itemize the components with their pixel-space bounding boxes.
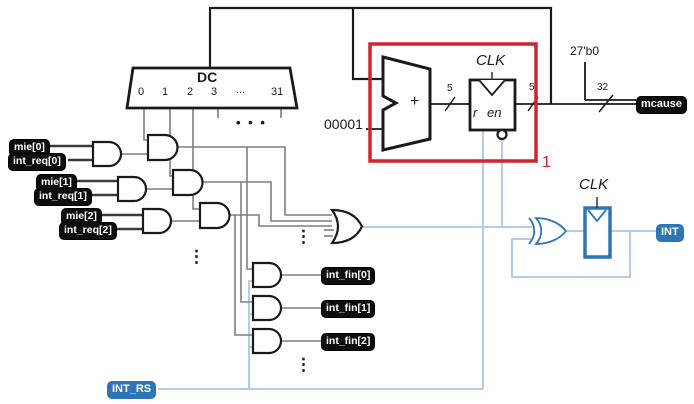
signal-int-rs: INT_RS bbox=[107, 381, 157, 399]
dc-output-0: 0 bbox=[138, 86, 145, 98]
signal-int-req1: int_req[1] bbox=[34, 188, 92, 206]
blue-wires bbox=[158, 130, 656, 390]
slash-32 bbox=[598, 94, 614, 113]
dc-output-31: 31 bbox=[271, 86, 284, 98]
label-wires bbox=[50, 144, 143, 231]
mux-adder-shape bbox=[381, 55, 432, 152]
dots-left-column: ⋮ bbox=[188, 247, 205, 266]
wire-feedback-top bbox=[208, 6, 553, 104]
bus-width-5a: 5 bbox=[447, 83, 453, 94]
dots-under-dc: • • • bbox=[236, 115, 267, 130]
and-gate-fin1 bbox=[251, 294, 283, 322]
dc-output-3: 3 bbox=[211, 86, 218, 98]
and-gate-dc2 bbox=[198, 201, 231, 230]
register-en-label: en bbox=[487, 105, 502, 120]
signal-int: INT bbox=[656, 224, 684, 242]
and-gate-mie2 bbox=[141, 207, 173, 235]
bus-width-32: 32 bbox=[597, 82, 609, 93]
and-gate-mie1 bbox=[116, 175, 148, 203]
and-gate-fin2 bbox=[251, 327, 283, 355]
and-gates bbox=[91, 133, 283, 355]
wire-ff-feedback bbox=[511, 231, 631, 278]
wire-a1-branch bbox=[240, 182, 253, 303]
signal-int-fin0: int_fin[0] bbox=[321, 267, 376, 285]
clk-label-register: CLK bbox=[476, 52, 506, 69]
gray-wires bbox=[121, 108, 334, 342]
slash-5a bbox=[444, 96, 456, 112]
wire-a0-to-or bbox=[177, 146, 332, 216]
en-inversion-bubble bbox=[496, 128, 508, 141]
clk-label-ff: CLK bbox=[579, 176, 609, 193]
and-gate-mie0 bbox=[91, 140, 123, 168]
wire-a1-to-or bbox=[202, 181, 332, 222]
dc-output-1: 1 bbox=[162, 86, 169, 98]
xor-gate-back-arc bbox=[528, 217, 536, 245]
register-r-label: r bbox=[473, 105, 478, 120]
and-gate-dc1 bbox=[171, 168, 204, 197]
xor-gate bbox=[534, 217, 568, 245]
wire-a2-to-or bbox=[229, 214, 332, 227]
id-register-clk-triangle bbox=[478, 79, 506, 97]
wire-int-rs-riser bbox=[248, 280, 253, 389]
stage-number-label: 1 bbox=[542, 154, 551, 171]
wire-a0-branch bbox=[246, 147, 253, 270]
dots-below-int-fin: ⋮ bbox=[295, 355, 312, 374]
dc-decoder-shape bbox=[125, 66, 299, 110]
wire-a2-branch bbox=[234, 215, 253, 336]
int-ff-clk-triangle bbox=[587, 209, 607, 223]
red-highlight-box bbox=[368, 42, 538, 163]
mux-const-label: 00001 bbox=[324, 116, 363, 132]
wire-dc0 bbox=[143, 108, 148, 141]
dots-or-inputs: ⋮ bbox=[295, 227, 312, 246]
signal-int-req2: int_req[2] bbox=[59, 222, 117, 240]
signal-mcause: mcause bbox=[636, 96, 687, 114]
dc-output-ellipsis: ... bbox=[236, 84, 246, 96]
signal-int-fin1: int_fin[1] bbox=[321, 300, 376, 318]
wire-dc2 bbox=[192, 108, 200, 210]
adder-plus-sign: + bbox=[410, 93, 420, 110]
wire-feedback-to-mux bbox=[351, 8, 383, 81]
and-gate-fin0 bbox=[251, 261, 283, 289]
signal-int-fin2: int_fin[2] bbox=[321, 333, 376, 351]
or-gate bbox=[329, 208, 364, 245]
zero-pad-label: 27'b0 bbox=[570, 44, 599, 58]
dc-output-2: 2 bbox=[187, 86, 194, 98]
bus-width-5b: 5 bbox=[529, 82, 535, 93]
dc-label: DC bbox=[197, 69, 218, 85]
and-gate-dc0 bbox=[146, 133, 179, 162]
signal-int-req0: int_req[0] bbox=[8, 153, 66, 171]
